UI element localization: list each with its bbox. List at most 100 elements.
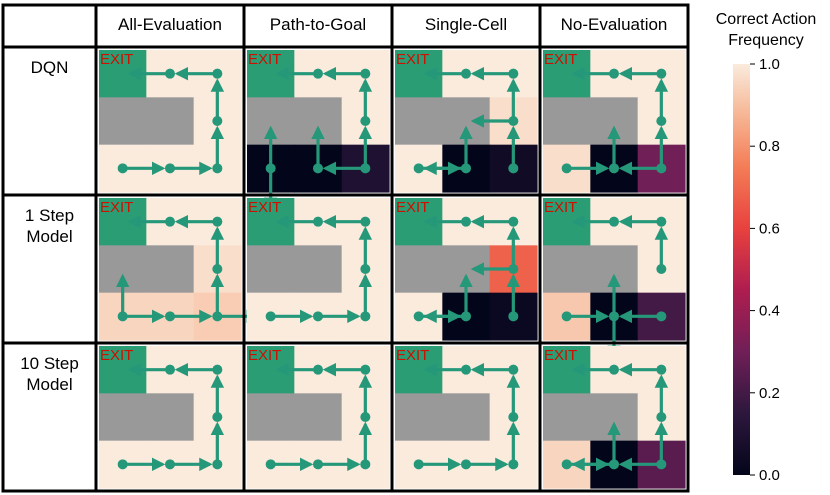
exit-label: EXIT (100, 199, 133, 216)
state-dot (265, 459, 276, 470)
panel-0-2: EXIT (390, 45, 542, 197)
panel-1-0: EXIT (94, 193, 261, 345)
state-dot (508, 311, 519, 322)
cell (543, 97, 591, 146)
panel-0-3: EXIT (538, 45, 690, 197)
state-dot (165, 68, 175, 79)
panel-1-1: EXIT (242, 193, 394, 345)
cell (395, 245, 443, 294)
state-dot (212, 264, 223, 274)
cell (146, 245, 195, 294)
state-dot (360, 216, 371, 227)
state-dot (413, 459, 424, 470)
cell (247, 245, 295, 294)
state-dot (656, 116, 667, 126)
state-dot (609, 364, 619, 375)
state-dot (212, 459, 223, 470)
state-dot (656, 459, 667, 470)
exit-label: EXIT (396, 199, 429, 216)
cell (395, 393, 443, 442)
state-dot (413, 311, 424, 322)
table-headers: All-Evaluation Path-to-Goal Single-Cell No-… (1, 3, 690, 493)
state-dot (360, 264, 371, 274)
cell (294, 245, 343, 294)
colorbar-tick-label: 0.2 (759, 385, 780, 402)
state-dot (212, 364, 223, 375)
state-dot (117, 459, 128, 470)
col-header-label: No-Evaluation (561, 15, 668, 34)
panel-2-0: EXIT (94, 341, 246, 493)
state-dot (360, 163, 371, 174)
exit-label: EXIT (248, 199, 281, 216)
state-dot (656, 264, 667, 274)
cell (543, 393, 591, 442)
state-dot (165, 163, 175, 174)
state-dot (313, 68, 323, 79)
state-dot (508, 459, 519, 470)
state-dot (461, 364, 471, 375)
state-dot (313, 364, 323, 375)
col-header-label: Path-to-Goal (270, 15, 366, 34)
corner-cell (1, 3, 98, 49)
state-dot (508, 116, 519, 126)
state-dot (212, 216, 223, 227)
state-dot (461, 311, 471, 322)
state-dot (461, 216, 471, 227)
cell (146, 97, 195, 146)
state-dot (508, 68, 519, 79)
state-dot (609, 163, 619, 174)
col-header-label: Single-Cell (425, 15, 507, 34)
state-dot (212, 68, 223, 79)
exit-label: EXIT (100, 347, 133, 364)
panel-2-1: EXIT (242, 341, 394, 493)
state-dot (360, 412, 371, 422)
exit-label: EXIT (100, 51, 133, 68)
state-dot (609, 68, 619, 79)
state-dot (656, 68, 667, 79)
state-dot (165, 364, 175, 375)
panel-0-1: EXIT (242, 45, 394, 212)
colorbar-tick-label: 0.4 (759, 303, 780, 320)
exit-label: EXIT (396, 51, 429, 68)
exit-label: EXIT (544, 199, 577, 216)
state-dot (313, 459, 323, 470)
state-dot (413, 163, 424, 174)
exit-label: EXIT (248, 347, 281, 364)
state-dot (313, 163, 323, 174)
exit-label: EXIT (544, 51, 577, 68)
state-dot (360, 364, 371, 375)
cell (247, 393, 295, 442)
state-dot (360, 459, 371, 470)
cell (294, 393, 343, 442)
state-dot (360, 68, 371, 79)
panel-2-3: EXIT (538, 341, 690, 493)
state-dot (656, 364, 667, 375)
cell (395, 97, 443, 146)
panel-0-0: EXIT (94, 45, 246, 197)
state-dot (212, 412, 223, 422)
state-dot (461, 163, 471, 174)
state-dot (508, 364, 519, 375)
cell (442, 393, 491, 442)
state-dot (609, 459, 619, 470)
state-dot (561, 459, 572, 470)
state-dot (461, 68, 471, 79)
exit-label: EXIT (396, 347, 429, 364)
state-dot (656, 163, 667, 174)
col-header-label: All-Evaluation (118, 15, 222, 34)
state-dot (656, 412, 667, 422)
row-header-label: DQN (31, 58, 69, 77)
state-dot (508, 412, 519, 422)
state-dot (508, 216, 519, 227)
state-dot (360, 311, 371, 322)
colorbar-tick-label: 0.0 (759, 467, 780, 484)
state-dot (656, 311, 667, 322)
state-dot (313, 216, 323, 227)
state-dot (609, 311, 619, 322)
state-dot (508, 163, 519, 174)
state-dot (656, 216, 667, 227)
